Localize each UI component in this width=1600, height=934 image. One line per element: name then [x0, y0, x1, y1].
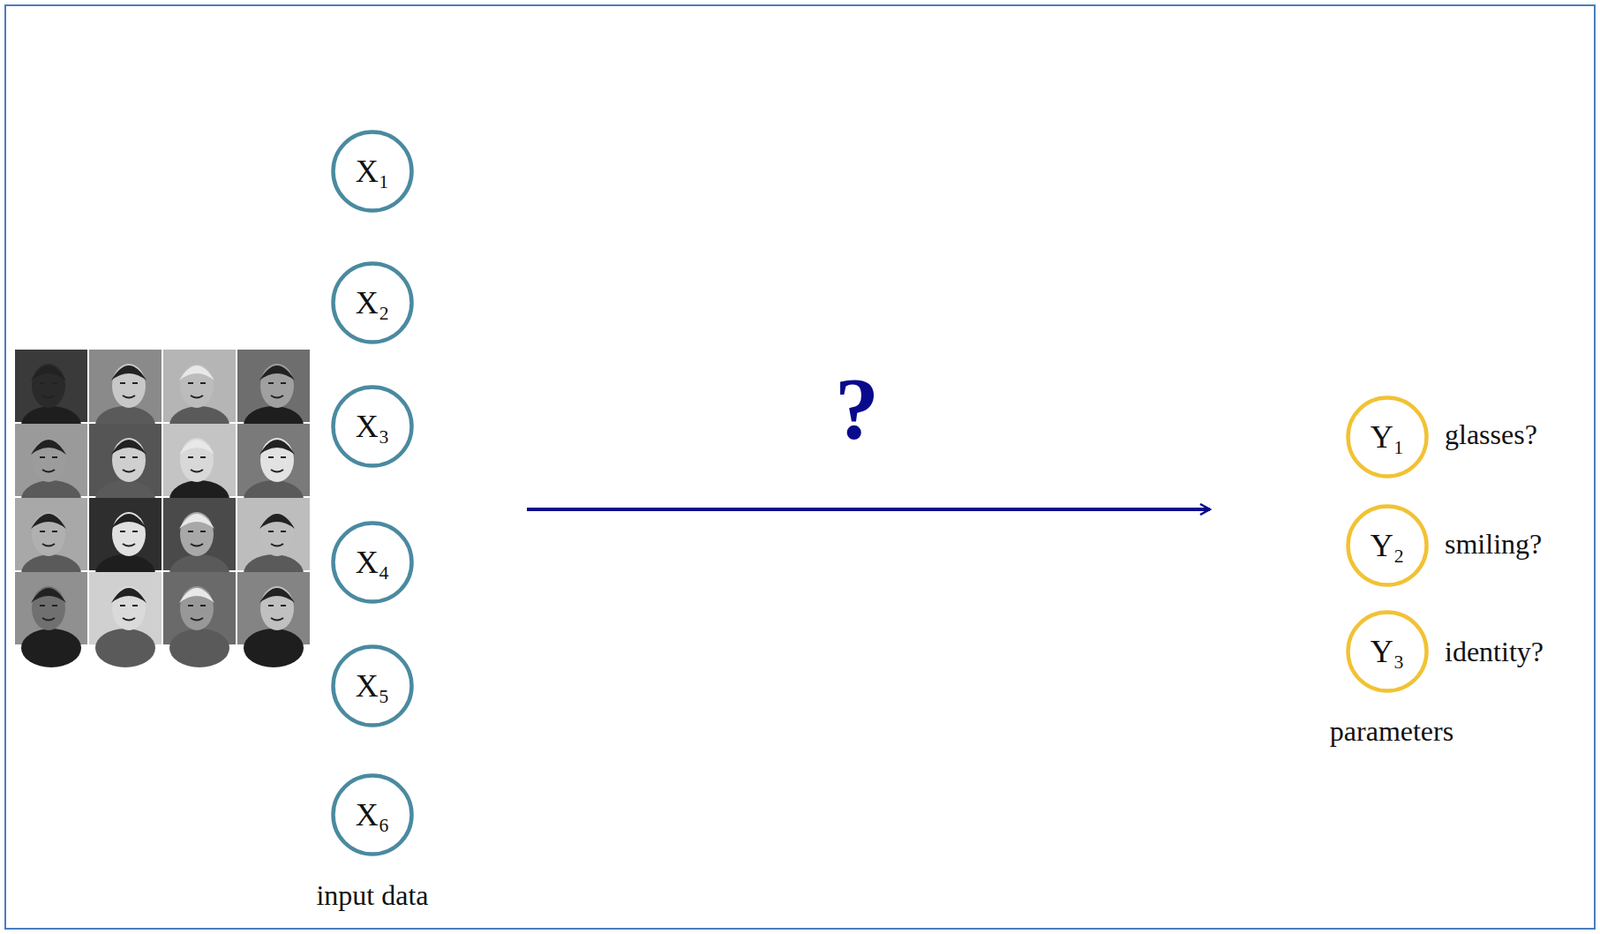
photo-hair: [30, 587, 67, 603]
node-label: X₁: [355, 152, 391, 190]
photo-face: [31, 363, 66, 408]
photo-hair: [179, 365, 215, 381]
node-label: Y₃: [1370, 632, 1405, 670]
photo-hair: [259, 587, 295, 603]
parameter-circle: Y₁: [1345, 395, 1429, 479]
photo-features: [187, 383, 206, 399]
photo-hair: [111, 439, 147, 455]
mapping-arrow: [526, 507, 1210, 511]
photo-shoulders: [243, 628, 304, 668]
node-label: Y₂: [1370, 526, 1405, 564]
photo-face: [31, 437, 66, 482]
photo-features: [268, 531, 286, 547]
node-label: X₂: [355, 284, 391, 322]
photo-features: [187, 531, 206, 547]
photo-shoulders: [169, 628, 230, 668]
input-circle: X₆: [330, 773, 414, 857]
photo-features: [187, 605, 206, 621]
photo-features: [120, 457, 138, 473]
input-circle: X₁: [330, 129, 414, 213]
photo-hair: [30, 439, 67, 455]
node-label: X₃: [355, 407, 391, 445]
photo-features: [39, 605, 58, 621]
photo-hair: [111, 365, 147, 381]
photo-shoulders: [21, 628, 82, 668]
photo-features: [39, 457, 58, 473]
photo-hair: [30, 513, 67, 529]
photo-hair: [259, 513, 295, 529]
photo-face: [112, 585, 146, 631]
photo-shoulders: [95, 628, 156, 668]
photo-hair: [111, 587, 147, 603]
photo-features: [268, 457, 286, 473]
photo-face: [180, 511, 214, 556]
photo-hair: [259, 439, 295, 455]
input-circle: X₂: [330, 261, 414, 345]
node-label: Y₁: [1370, 418, 1405, 456]
node-label: X₄: [355, 543, 391, 581]
photo-face: [180, 585, 214, 631]
photo-face: [31, 511, 66, 556]
photo-hair: [179, 587, 215, 603]
photo-face: [112, 363, 146, 408]
photo-face: [180, 437, 214, 482]
photo-features: [120, 383, 138, 399]
photo-face: [260, 585, 294, 631]
photo-features: [268, 605, 286, 621]
parameter-circle: Y₂: [1345, 503, 1429, 587]
photo-hair: [179, 439, 215, 455]
photo-face: [31, 585, 66, 631]
photo-features: [120, 605, 138, 621]
group-label: parameters: [1329, 714, 1454, 748]
face-photo-grid: [15, 349, 310, 668]
parameter-label: smiling?: [1444, 527, 1542, 561]
photo-face: [112, 511, 146, 556]
input-circle: X₃: [330, 384, 414, 468]
node-label: X₆: [355, 796, 391, 834]
photo-features: [268, 383, 286, 399]
photo-features: [39, 383, 58, 399]
photo-face: [260, 511, 294, 556]
photo-face: [180, 363, 214, 408]
photo-features: [120, 531, 138, 547]
parameter-label: glasses?: [1444, 418, 1538, 451]
photo-hair: [259, 365, 295, 381]
photo-hair: [111, 513, 147, 529]
photo-hair: [30, 365, 67, 381]
parameter-circle: Y₃: [1345, 609, 1429, 693]
page-border: [5, 5, 1595, 929]
photo-face: [112, 437, 146, 482]
input-circle: X₅: [330, 644, 414, 728]
node-label: X₅: [355, 667, 391, 705]
input-circle: X₄: [330, 520, 414, 604]
caption-label: input data: [315, 878, 429, 912]
photo-features: [39, 531, 58, 547]
photo-face: [260, 363, 294, 408]
photo-features: [187, 457, 206, 473]
photo-hair: [179, 513, 215, 529]
parameter-label: identity?: [1444, 635, 1544, 669]
question-mark: ?: [834, 357, 879, 459]
photo-face: [260, 437, 294, 482]
